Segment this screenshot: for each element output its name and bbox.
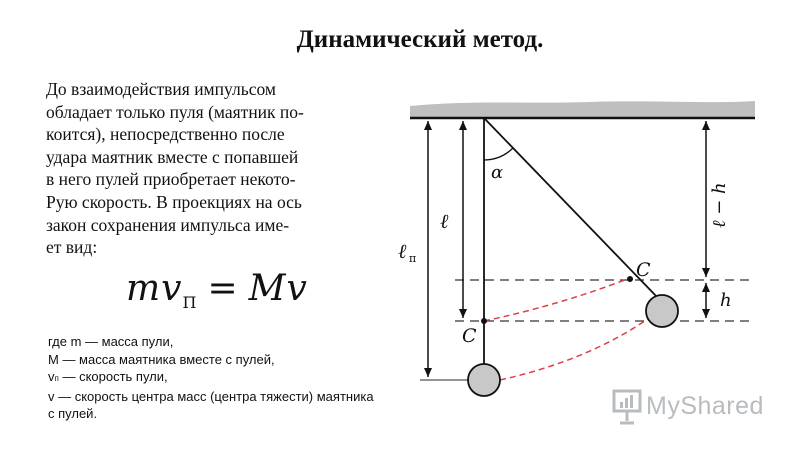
- paragraph-line: закон сохранения импульса име-: [46, 214, 290, 235]
- watermark-text: MyShared: [646, 392, 764, 420]
- angle-arc: [483, 147, 514, 161]
- legend-line: v — скорость центра масс (центра тяжести…: [48, 388, 374, 404]
- presentation-board-icon: [612, 389, 642, 425]
- legend-line: M — масса маятника вместе с пулей,: [48, 351, 275, 367]
- pendulum-bob-rest: [467, 363, 501, 397]
- label-ell-minus-h: ℓ − h: [709, 182, 730, 228]
- paragraph-line: коится), непосредственно после: [46, 124, 285, 145]
- momentum-formula: mvП =Mv: [126, 268, 308, 312]
- label-ell-p-sub: п: [409, 252, 416, 265]
- paragraph-line: До взаимодействия импульсом: [46, 79, 276, 99]
- legend-var-sub: п: [54, 374, 59, 383]
- paragraph-line: в него пулей приобретает некото-: [46, 169, 296, 190]
- label-h: h: [720, 290, 732, 311]
- legend-var: v: [48, 369, 55, 384]
- formula-left-var: mv: [126, 268, 183, 309]
- variable-legend: где m — масса пули, M — масса маятника в…: [48, 333, 374, 423]
- paragraph-line: обладает только пуля (маятник по-: [46, 101, 304, 122]
- label-c-upper: C: [636, 259, 651, 281]
- label-c-lower: C: [462, 325, 477, 347]
- formula-equals: =: [207, 268, 239, 309]
- label-alpha: α: [491, 162, 503, 183]
- description-paragraph: До взаимодействия импульсом обладает тол…: [46, 78, 346, 259]
- cm-point-lower: [481, 318, 487, 324]
- ceiling-surface: [410, 101, 755, 118]
- paragraph-line: ет вид:: [46, 237, 98, 258]
- label-ell-p: ℓ п: [398, 239, 416, 265]
- legend-text: — скорость пули,: [58, 369, 168, 384]
- pendulum-bob-deflected: [645, 294, 679, 328]
- paragraph-line: удара маятник вместе с попавшей: [46, 146, 299, 167]
- slide-title: Динамический метод.: [296, 26, 544, 53]
- cm-point-upper: [627, 276, 633, 282]
- deflected-thread: [483, 117, 659, 299]
- legend-line: с пулей.: [48, 406, 98, 421]
- label-ell: ℓ: [440, 209, 449, 233]
- legend-line: vп — скорость пули,: [48, 368, 374, 388]
- paragraph-line: Рую скорость. В проекциях на ось: [46, 191, 302, 212]
- legend-line: где m — масса пули,: [48, 334, 174, 349]
- formula-left-sub: П: [182, 293, 198, 313]
- bob-trajectory: [499, 315, 653, 381]
- cm-trajectory: [483, 277, 631, 322]
- formula-right: Mv: [248, 268, 308, 309]
- label-ell-p-main: ℓ: [398, 239, 407, 263]
